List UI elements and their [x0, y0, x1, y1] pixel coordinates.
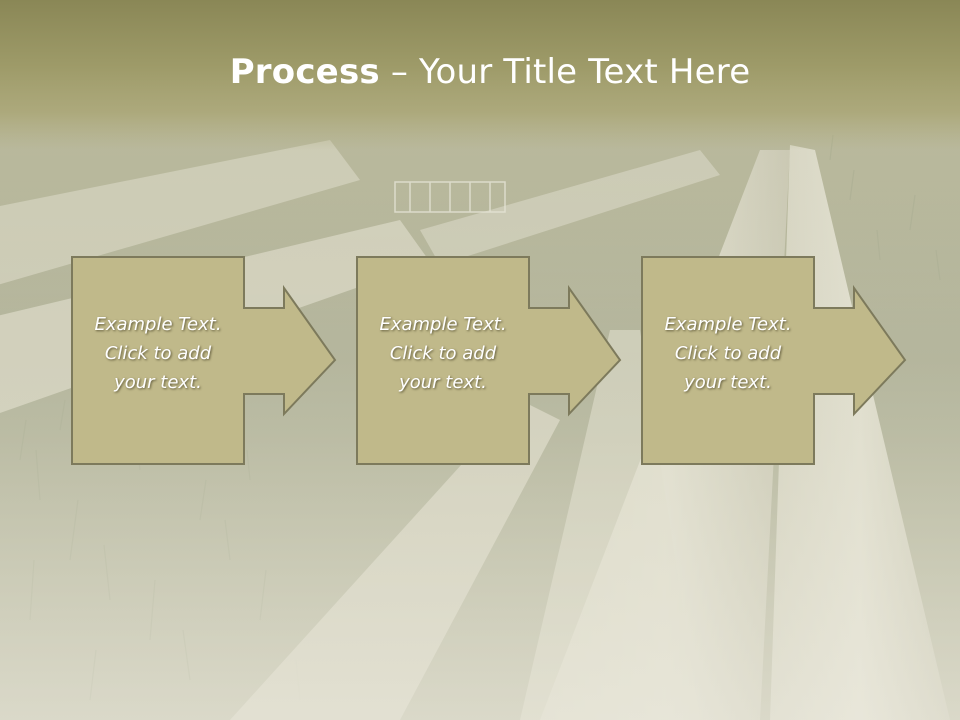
slide-title[interactable]: Process – Your Title Text Here [0, 52, 960, 92]
title-rest: – Your Title Text Here [379, 52, 751, 92]
title-bold: Process [229, 52, 380, 92]
step-text[interactable]: Example Text. Click to add your text. [664, 314, 792, 393]
title-band [0, 0, 960, 150]
arrow-box-shape [641, 256, 907, 465]
arrow-box-shape [71, 256, 337, 465]
arrow-box-shape [356, 256, 622, 465]
step-text[interactable]: Example Text. Click to add your text. [94, 314, 222, 393]
step-text[interactable]: Example Text. Click to add your text. [379, 314, 507, 393]
